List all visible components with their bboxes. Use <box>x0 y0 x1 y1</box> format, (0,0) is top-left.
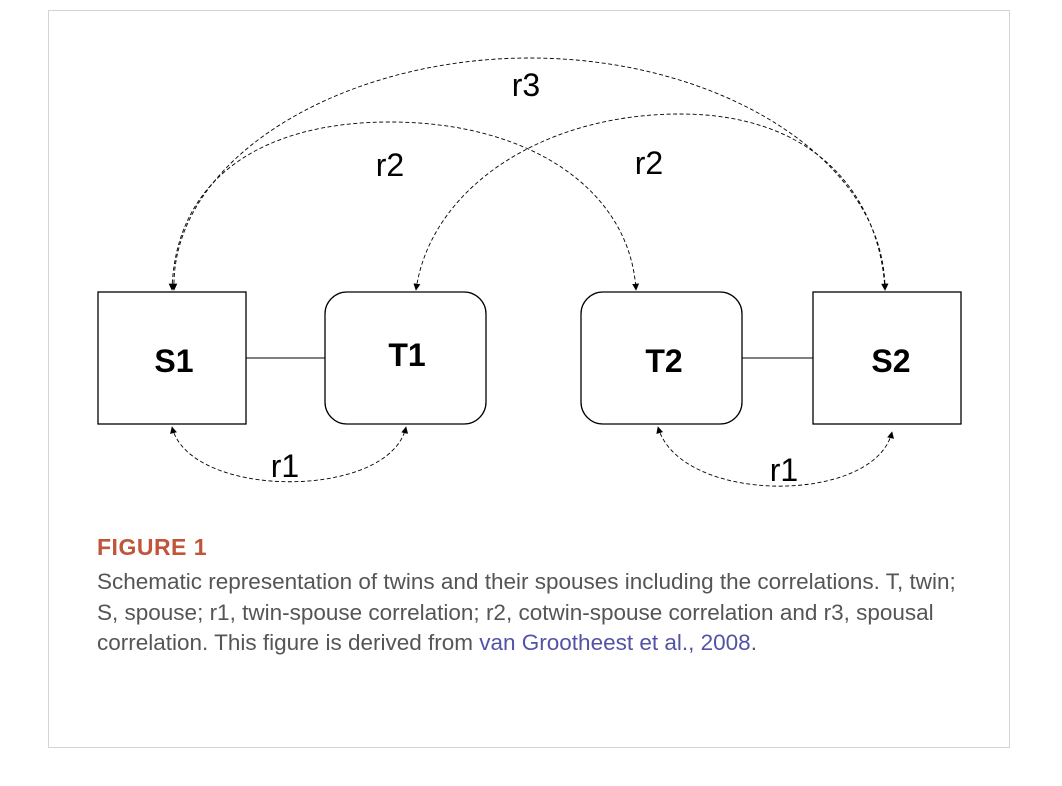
twin-spouse-diagram: S1 T1 T2 S2 r3 r2 r2 r1 r1 <box>97 57 962 488</box>
figure-frame <box>48 10 1010 748</box>
r1-right-label: r1 <box>770 452 798 488</box>
node-t2-label: T2 <box>645 343 682 379</box>
node-s2 <box>812 291 962 425</box>
node-s1 <box>97 291 247 425</box>
node-t2 <box>580 291 743 425</box>
reference-link[interactable]: van Grootheest et al., 2008 <box>479 630 751 655</box>
figure-number: FIGURE 1 <box>97 534 208 560</box>
caption-text: Schematic representation of twins and th… <box>97 567 977 659</box>
r2-left-label: r2 <box>376 147 404 183</box>
node-s2-label: S2 <box>871 343 910 379</box>
r3-arrow <box>170 57 889 291</box>
r2-right-label: r2 <box>635 145 663 181</box>
r2-left-arrow <box>168 121 640 291</box>
r1-left-label: r1 <box>271 448 299 484</box>
caption-body: Schematic representation of twins and th… <box>97 569 956 655</box>
figure-caption: FIGURE 1 Schematic representation of twi… <box>97 534 977 659</box>
node-s1-label: S1 <box>154 343 193 379</box>
caption-end: . <box>750 630 757 655</box>
node-t1 <box>324 291 487 425</box>
r1-right-arrow <box>656 426 894 487</box>
r3-label: r3 <box>512 67 540 103</box>
r1-left-arrow <box>170 426 409 483</box>
node-t1-label: T1 <box>388 337 425 373</box>
r2-right-arrow <box>413 113 889 291</box>
